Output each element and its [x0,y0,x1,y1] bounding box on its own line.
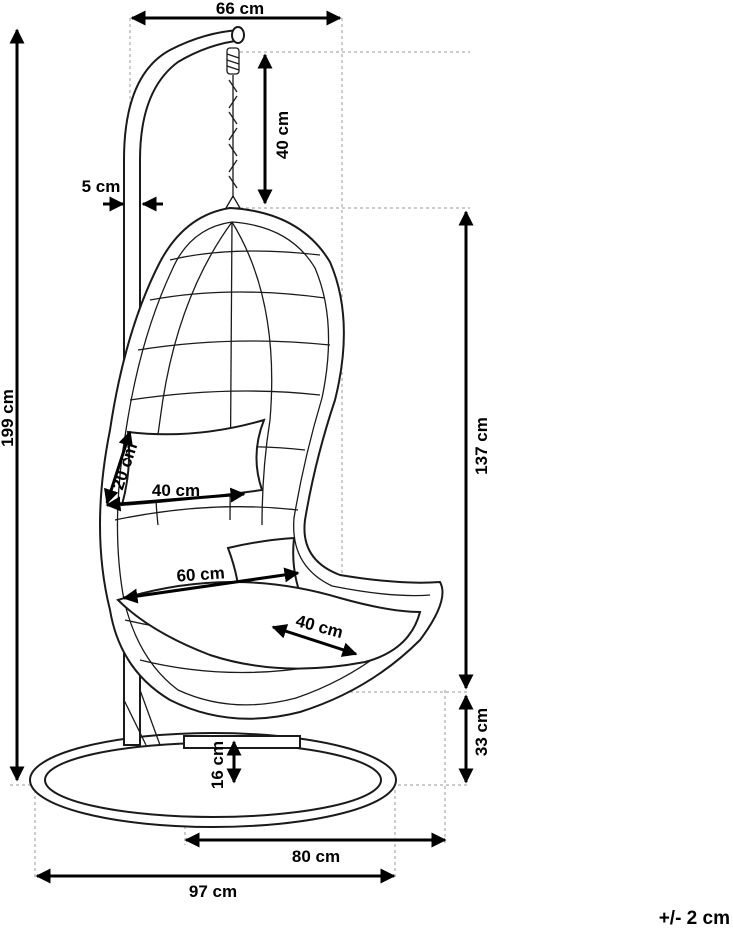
label-base-depth: 80 cm [292,847,340,866]
label-seat-clearance: 33 cm [472,708,491,756]
dimension-arrows [9,10,474,884]
stand-pole [123,26,245,746]
hanging-chain [224,47,242,209]
label-total-height: 199 cm [0,389,17,447]
label-base-width: 97 cm [189,882,237,901]
label-bottom-clearance: 16 cm [208,741,227,789]
label-seat-width: 60 cm [176,563,225,585]
label-chain-length: 40 cm [273,111,292,159]
tolerance-note: +/- 2 cm [659,908,730,929]
label-top-width: 66 cm [216,0,264,18]
chair-base [29,732,397,828]
label-frame-tube: 5 cm [82,177,121,196]
label-back-cushion-width: 40 cm [152,481,200,500]
label-basket-height: 137 cm [472,417,491,475]
